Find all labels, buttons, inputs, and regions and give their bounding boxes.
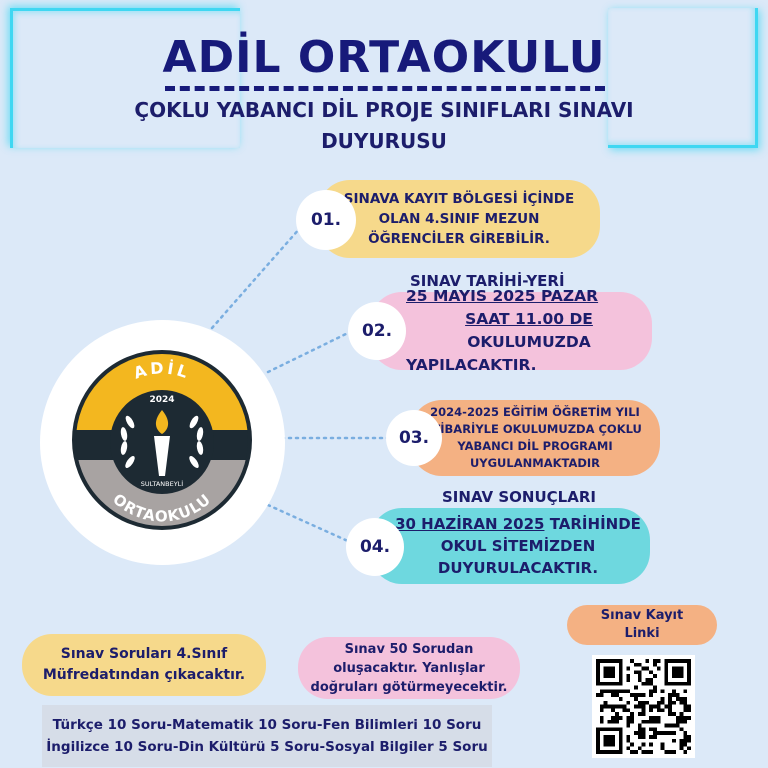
info-item-1-line-1: SINAVA KAYIT BÖLGESİ İÇİNDE xyxy=(343,191,575,207)
info-item-3-number: 03. xyxy=(386,410,442,466)
curriculum-note-line-1: Sınav Soruları 4.Sınıf xyxy=(60,646,228,662)
logo-year: 2024 xyxy=(149,395,174,405)
info-item-1-number: 01. xyxy=(296,190,356,250)
info-item-4-line-3: DUYURULACAKTIR. xyxy=(437,559,599,577)
info-item-4-heading: SINAV SONUÇLARI xyxy=(442,488,596,506)
question-note-line-1: Sınav 50 Sorudan xyxy=(344,641,474,657)
info-item-4-line-2: OKUL SİTEMİZDEN xyxy=(440,537,596,555)
info-item-3-line-1: 2024-2025 EĞİTİM ÖĞRETİM YILI xyxy=(430,405,640,419)
connector-line-4 xyxy=(266,503,352,544)
laurel-icon xyxy=(120,415,204,468)
curriculum-note-line-2: Müfredatından çıkacaktır. xyxy=(42,667,246,683)
qr-code-icon xyxy=(596,659,691,754)
curriculum-note: Sınav Soruları 4.Sınıf Müfredatından çık… xyxy=(22,634,266,696)
subject-line-2: İngilizce 10 Soru-Din Kültürü 5 Soru-Sos… xyxy=(46,739,488,755)
info-item-2-line-3: YAPILACAKTIR. xyxy=(406,356,537,374)
info-item-3: 2024-2025 EĞİTİM ÖĞRETİM YILI İTİBARİYLE… xyxy=(410,400,660,476)
registration-qr-code[interactable] xyxy=(592,655,695,758)
info-item-1-line-3: ÖĞRENCİLER GİREBİLİR. xyxy=(368,231,550,247)
connector-line-2 xyxy=(266,330,352,374)
info-item-1-line-2: OLAN 4.SINIF MEZUN xyxy=(378,211,540,227)
info-item-4-date-suffix: TARİHİNDE xyxy=(544,515,641,533)
info-item-2-heading: SINAV TARİHİ-YERİ xyxy=(410,272,565,290)
info-item-2-time: SAAT 11.00 DE xyxy=(465,310,593,328)
info-item-3-line-2: İTİBARİYLE OKULUMUZDA ÇOKLU xyxy=(428,422,642,436)
info-item-2-date: 25 MAYIS 2025 PAZAR xyxy=(406,287,599,305)
school-logo: ADİL ORTAOKULU 2024 SULTANBEYLİ xyxy=(72,350,252,530)
logo-district: SULTANBEYLİ xyxy=(141,479,184,488)
info-item-3-line-3: YABANCI DİL PROGRAMI xyxy=(457,439,613,453)
info-item-4-date: 30 HAZİRAN 2025 xyxy=(395,515,545,533)
info-item-2-place: OKULUMUZDA xyxy=(467,333,591,351)
title-underline xyxy=(165,86,605,91)
torch-icon xyxy=(154,410,170,476)
question-note-line-3: doğruları götürmeyecektir. xyxy=(310,679,508,695)
registration-link-label: Sınav Kayıt Linki xyxy=(567,605,717,645)
page-title: ADİL ORTAOKULU xyxy=(162,32,606,83)
info-item-1: SINAVA KAYIT BÖLGESİ İÇİNDE OLAN 4.SINIF… xyxy=(318,180,600,258)
connector-line-1 xyxy=(210,226,302,330)
page-subtitle: ÇOKLU YABANCI DİL PROJE SINIFLARI SINAVI… xyxy=(134,98,634,153)
registration-line-2: Linki xyxy=(624,626,660,641)
info-item-2: 25 MAYIS 2025 PAZAR SAAT 11.00 DE OKULUM… xyxy=(370,287,652,374)
subject-line-1: Türkçe 10 Soru-Matematik 10 Soru-Fen Bil… xyxy=(52,717,482,733)
subject-distribution: Türkçe 10 Soru-Matematik 10 Soru-Fen Bil… xyxy=(42,705,492,767)
registration-line-1: Sınav Kayıt xyxy=(600,608,684,623)
info-item-3-line-4: UYGULANMAKTADIR xyxy=(469,456,601,470)
info-item-4: 30 HAZİRAN 2025 TARİHİNDE OKUL SİTEMİZDE… xyxy=(370,508,650,584)
info-item-2-number: 02. xyxy=(348,302,406,360)
info-item-4-number: 04. xyxy=(346,518,404,576)
question-count-note: Sınav 50 Sorudan oluşacaktır. Yanlışlar … xyxy=(298,637,520,699)
question-note-line-2: oluşacaktır. Yanlışlar xyxy=(333,660,485,676)
